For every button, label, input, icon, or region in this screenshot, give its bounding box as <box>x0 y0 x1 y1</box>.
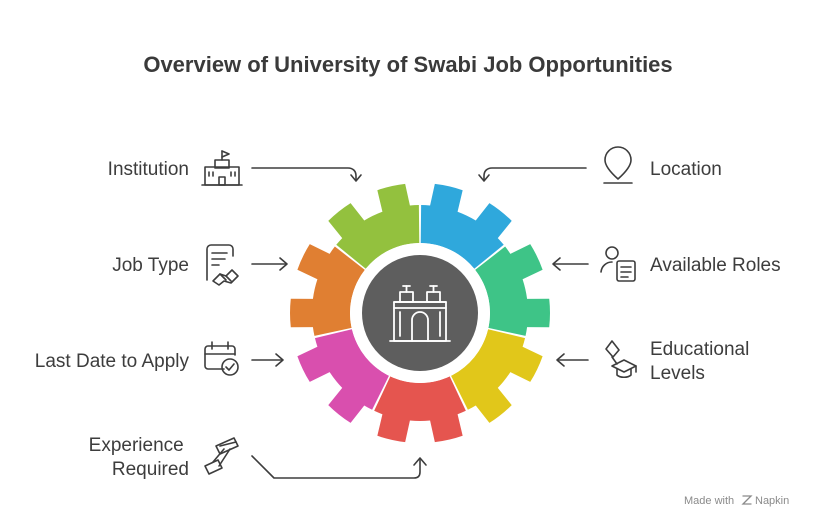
gear-center-disc <box>362 255 478 371</box>
hourglass-icon <box>204 437 239 475</box>
gear-segment-educational-levels <box>374 376 466 443</box>
made-with-credit: Made with <box>684 495 734 507</box>
university-gate-icon <box>389 285 451 342</box>
napkin-brand: Napkin <box>755 495 789 507</box>
label-available-roles: Available Roles <box>650 255 781 276</box>
graduation-cap-icon <box>605 340 637 379</box>
label-educational-levels: Educational Levels <box>650 339 755 384</box>
arrow-available-roles <box>552 257 589 271</box>
gear-ring <box>290 183 550 443</box>
label-experience-required: Experience Required <box>89 435 189 480</box>
label-location: Location <box>650 159 722 180</box>
gear-segment-experience-required <box>297 329 389 423</box>
calendar-check-icon <box>204 341 239 376</box>
arrow-location <box>478 167 587 182</box>
university-building-icon <box>201 150 243 186</box>
napkin-logo-icon <box>741 495 753 505</box>
arrow-last-date <box>251 353 284 367</box>
arrow-institution <box>251 167 362 182</box>
label-institution: Institution <box>108 159 189 180</box>
arrow-experience <box>251 455 427 479</box>
label-job-type: Job Type <box>112 255 189 276</box>
label-last-date-to-apply: Last Date to Apply <box>35 351 190 372</box>
contract-handshake-icon <box>206 244 239 286</box>
map-pin-icon <box>603 146 633 184</box>
gear-segment-institution <box>420 183 512 269</box>
gear-segment-available-roles <box>451 329 543 423</box>
gear-segment-job-type <box>328 183 420 269</box>
person-document-icon <box>600 246 636 282</box>
page-title: Overview of University of Swabi Job Oppo… <box>143 52 673 77</box>
arrow-job-type <box>251 257 288 271</box>
arrow-educational-levels <box>556 353 589 367</box>
gear-segment-location <box>475 244 550 336</box>
gear-segment-last-date-to-apply <box>290 244 365 336</box>
